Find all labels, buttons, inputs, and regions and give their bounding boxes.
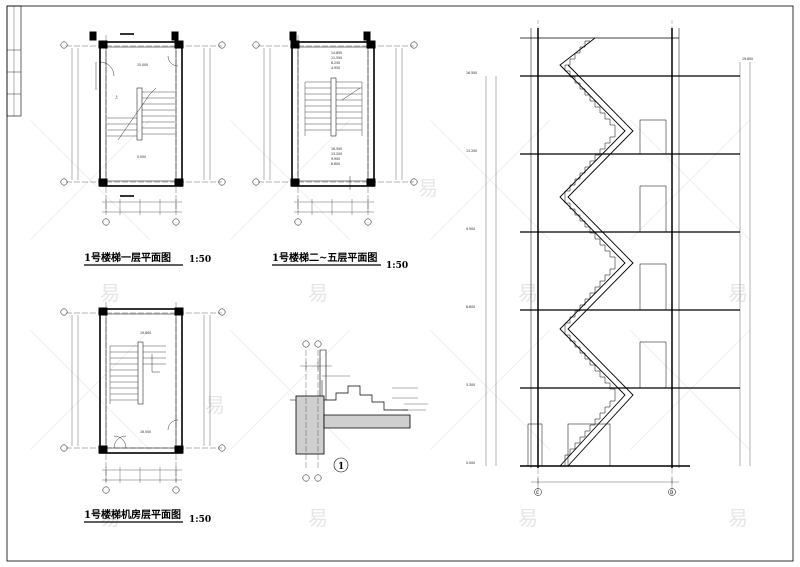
watermark-glyph: 易 [518,506,538,530]
svg-text:15.000: 15.000 [137,63,148,67]
svg-text:0.000: 0.000 [137,155,146,159]
svg-text:11.550: 11.550 [331,56,342,60]
axis-label: C [536,490,539,495]
detail-1-label: 1 [338,462,344,472]
svg-text:16.500: 16.500 [140,430,151,434]
svg-text:9.900: 9.900 [331,157,340,161]
plan-title: 1号楼梯机房层平面图 [84,508,181,521]
plan-scale: 1:50 [386,261,408,271]
level-label: 16.500 [466,71,477,75]
watermark-glyph: 易 [308,506,328,530]
level-label: 3.300 [466,383,475,387]
axis-bubbles [60,41,226,226]
plan-machine-room-notes: 19.800 16.500 [140,331,151,434]
plan-typical-floor-title: 1号楼梯二~五层平面图 1:50 [272,251,408,271]
svg-text:4.950: 4.950 [331,66,340,70]
svg-text:16.500: 16.500 [331,147,342,151]
watermark-glyph: 易 [308,281,328,305]
svg-text:上: 上 [115,94,119,99]
watermark-glyph: 易 [205,393,225,417]
watermark-glyph: 易 [728,506,748,530]
plan-title: 1号楼梯二~五层平面图 [272,251,377,264]
svg-text:6.600: 6.600 [331,162,340,166]
svg-text:13.200: 13.200 [331,152,342,156]
watermark-glyph: 易 [100,281,120,305]
level-label: 9.900 [466,227,475,231]
axis-label: D [670,490,673,495]
svg-text:14.850: 14.850 [331,51,342,55]
level-label: 19.800 [742,57,753,61]
plan-machine-room-title: 1号楼梯机房层平面图 1:50 [84,508,211,525]
svg-text:8.250: 8.250 [331,61,340,65]
watermark-glyph: 易 [518,281,538,305]
plan-typical-floor [252,31,418,226]
section-levels: 0.000 3.300 6.600 9.900 13.200 16.500 19… [466,57,753,495]
level-label: 0.000 [466,461,475,465]
level-label: 6.600 [466,305,475,309]
plan-scale: 1:50 [189,255,211,265]
svg-text:19.800: 19.800 [140,331,151,335]
stair-section [485,20,751,496]
plan-scale: 1:50 [189,515,211,525]
detail-number: 1 [338,462,344,472]
plan-title: 1号楼梯一层平面图 [84,251,171,264]
watermark-glyphs: 易 易 易 易 易 易 易 易 易 易 [100,176,748,530]
plan-machine-room [60,302,226,494]
detail-1 [290,340,428,482]
level-label: 13.200 [466,149,477,153]
watermark-glyph: 易 [728,281,748,305]
sheet-frame [6,5,794,562]
watermark-glyph: 易 [100,506,120,530]
plan-first-floor-notes: 15.000 0.000 上 [115,63,148,159]
watermark-layer [29,119,751,451]
plan-first-floor-title: 1号楼梯一层平面图 1:50 [84,251,211,266]
plan-first-floor [60,31,226,226]
watermark-glyph: 易 [418,176,438,200]
